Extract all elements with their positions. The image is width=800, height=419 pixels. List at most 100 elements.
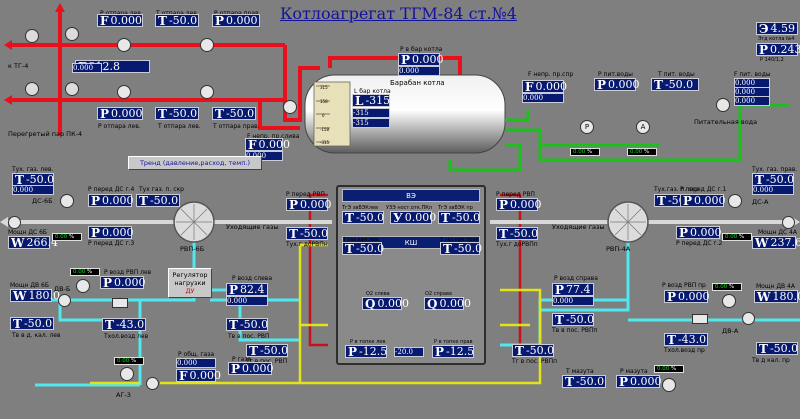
pump-icon[interactable]: [200, 85, 214, 99]
valve-actuator-icon[interactable]: [65, 27, 79, 41]
pump-icon[interactable]: [200, 38, 214, 52]
t-ksh-left-indicator[interactable]: T-50.0: [342, 242, 384, 255]
dsa-damper-icon[interactable]: [724, 212, 744, 221]
feed-pump-icon[interactable]: [716, 98, 730, 112]
t-cold-right-indicator[interactable]: T-43.0: [664, 333, 708, 346]
valve-p-actuator-icon[interactable]: P: [580, 120, 594, 134]
trend-button[interactable]: Тренд (давление,расход, темп.): [128, 156, 262, 170]
drum-level-small-1: -315: [352, 108, 390, 118]
valve-a-icon[interactable]: [632, 133, 652, 142]
t-ve-right-indicator[interactable]: T-50.0: [438, 211, 480, 224]
blowdown-valve-icon[interactable]: [283, 100, 297, 114]
feed-temperature-indicator[interactable]: T-50.0: [651, 78, 699, 91]
t-before-rvp-left-indicator[interactable]: T-50.0: [286, 227, 328, 240]
t-before-left-indicator[interactable]: T-50.0: [10, 317, 54, 330]
t-mazut-indicator[interactable]: T-50.0: [562, 375, 606, 388]
t-steam-left2-indicator[interactable]: T-50.0: [155, 107, 199, 120]
ds6b-damper-icon[interactable]: [56, 212, 76, 221]
efficiency-label: Эгд котла №4: [758, 36, 795, 42]
t-flue-left-indicator[interactable]: T-50.0: [12, 173, 54, 186]
pump-icon[interactable]: [117, 85, 131, 99]
valve-actuator-icon[interactable]: [25, 82, 39, 96]
t-air-right-indicator[interactable]: T-50.0: [552, 313, 594, 326]
dv-a-actuator-icon[interactable]: [722, 294, 736, 308]
ag3-valve-icon[interactable]: [116, 378, 136, 387]
t-gas-left-indicator[interactable]: T-50.0: [246, 344, 288, 357]
gas-pump-icon[interactable]: [146, 377, 159, 390]
fan-icon[interactable]: [782, 216, 795, 229]
t-ve-left-indicator[interactable]: T-50.0: [342, 211, 384, 224]
dv-b-damper-icon[interactable]: [72, 296, 92, 305]
valve-p-icon[interactable]: [576, 133, 596, 142]
dv-b-actuator-icon[interactable]: [76, 279, 90, 293]
t-steam-right2-indicator[interactable]: T-50.0: [212, 107, 256, 120]
mazut-valve-icon[interactable]: [658, 392, 678, 401]
pump-icon[interactable]: [117, 38, 131, 52]
fan-icon[interactable]: [8, 216, 21, 229]
dsa-actuator-icon[interactable]: [728, 194, 742, 208]
dv-a-fan-icon[interactable]: [742, 312, 755, 325]
valve-actuator-icon[interactable]: [65, 82, 79, 96]
dv-a-damper-icon[interactable]: [718, 311, 738, 320]
valve-icon[interactable]: [20, 95, 42, 105]
p-top-left-indicator[interactable]: P-12.5: [345, 345, 387, 358]
mazut-actuator-icon[interactable]: [662, 378, 676, 392]
valve-a-actuator-icon[interactable]: A: [636, 120, 650, 134]
t-after-indicator[interactable]: T-50.0: [136, 194, 180, 207]
dv-b-fan-icon[interactable]: [58, 294, 71, 307]
t-gas-right-label: Tг в пос. РВПп: [512, 358, 558, 365]
drum-pressure-label: P в бар котла: [400, 46, 443, 53]
t-before-rvp-right-indicator[interactable]: T-50.0: [496, 227, 538, 240]
t-steam-left-indicator[interactable]: T-50.0: [155, 14, 199, 27]
p-top-right-indicator[interactable]: P-12.5: [432, 345, 474, 358]
u-label: УЗЭ ност.отк.ПКл: [386, 205, 432, 211]
t-ve-right-label: TгЭ звВЭК пр: [438, 205, 473, 211]
valve-icon[interactable]: [20, 40, 42, 50]
t-flue-right-indicator[interactable]: T-50.0: [752, 173, 794, 186]
rvp4a-name: РВП-4А: [606, 245, 631, 253]
load-regulator-label: Регулятор нагрузки: [172, 271, 208, 287]
t-air-left-indicator[interactable]: T-50.0: [226, 318, 268, 331]
valve-icon[interactable]: [18, 114, 40, 124]
t-gas-right-indicator[interactable]: T-50.0: [512, 344, 554, 357]
air-damper-right-icon[interactable]: [692, 314, 708, 324]
drum-level-indicator[interactable]: L-315: [352, 94, 390, 107]
t-ksh-right-indicator[interactable]: T-50.0: [440, 242, 482, 255]
ds6b-actuator-icon[interactable]: [60, 194, 74, 208]
air-damper-icon[interactable]: [112, 298, 128, 308]
t-before-right-indicator[interactable]: T-50.0: [756, 342, 798, 355]
ag3-actuator-icon[interactable]: [120, 367, 134, 381]
t-cold-left-indicator[interactable]: T-43.0: [102, 318, 146, 331]
valve-actuator-icon[interactable]: [25, 29, 39, 43]
load-regulator-button[interactable]: Регулятор нагрузки ДУ: [168, 268, 212, 298]
